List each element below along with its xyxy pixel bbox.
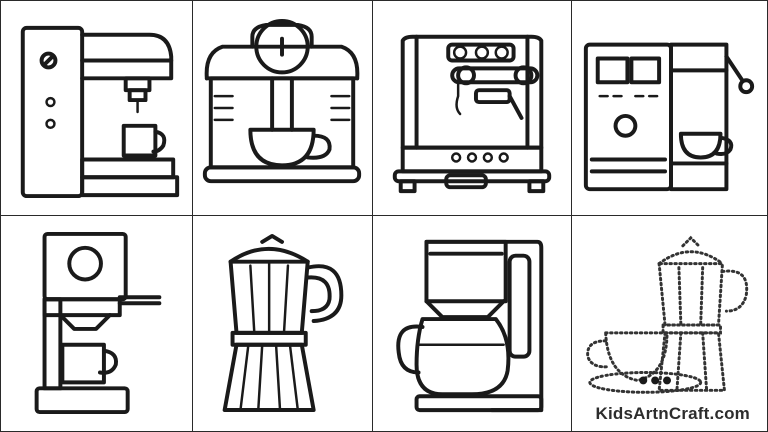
cell-moka-pot — [192, 215, 373, 432]
drip-coffee-maker-icon — [396, 239, 544, 413]
espresso-machine-drip-icon — [20, 25, 180, 199]
cell-espresso-machine-drip — [0, 0, 193, 216]
dotted-moka-pot-and-cup-icon — [586, 235, 749, 394]
coffee-vending-machine-icon — [583, 42, 755, 192]
moka-pot-icon — [222, 234, 344, 413]
cell-single-serve-espresso-maker — [0, 215, 193, 432]
cell-pod-coffee-maker — [192, 0, 373, 216]
single-serve-espresso-maker-icon — [34, 231, 162, 415]
watermark[interactable]: KidsArtnCraft.com — [595, 404, 750, 423]
cell-professional-espresso-machine — [372, 0, 572, 216]
cell-dotted-moka-pot-and-cup — [571, 215, 768, 432]
professional-espresso-machine-icon — [392, 34, 552, 194]
cell-coffee-vending-machine — [571, 0, 768, 216]
pod-coffee-maker-icon — [202, 18, 362, 184]
cell-drip-coffee-maker — [372, 215, 572, 432]
